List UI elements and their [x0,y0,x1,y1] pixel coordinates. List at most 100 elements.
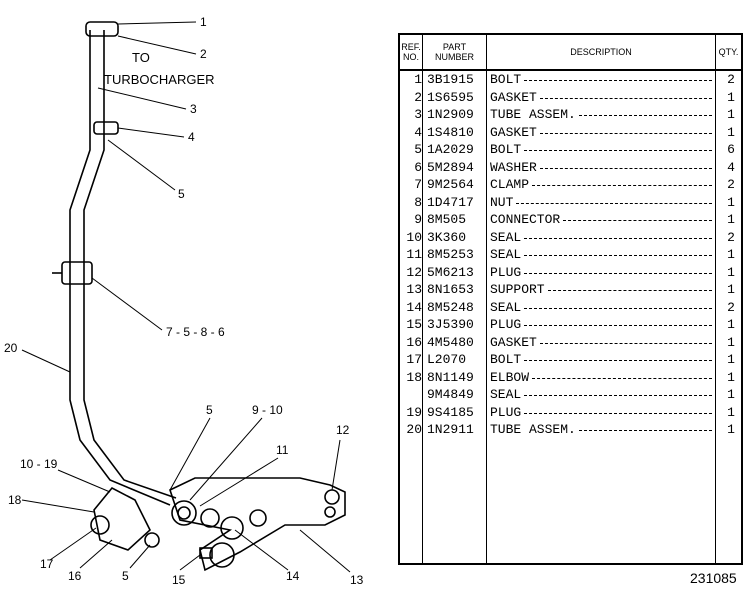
description-cell: GASKET [490,334,537,350]
part-number-cell: 8M5248 [427,299,474,315]
quantity-cell: 1 [727,107,735,122]
ref-no-cell: 3 [414,107,422,122]
plug-hex [199,547,213,559]
part-number-cell: 8M5253 [427,247,474,262]
callout-3: 3 [190,102,197,116]
column-divider [486,35,487,563]
ref-no-cell: 19 [406,404,422,420]
callout-5-lower: 5 [206,403,213,417]
quantity-cell: 6 [727,142,735,157]
ref-no-cell: 11 [406,247,422,262]
callout-4: 4 [188,130,195,144]
label-turbocharger: TURBOCHARGER [104,72,215,87]
bracket-hole-top [324,489,340,505]
ref-no-cell: 17 [406,352,422,367]
leader-dash-line [524,395,712,396]
column-divider [715,35,716,563]
leader-dash-line [540,132,712,134]
ref-no-cell: 6 [414,159,422,175]
quantity-cell: 1 [727,264,735,280]
leader-dash-line [516,202,712,204]
ref-no-cell: 10 [406,229,422,245]
header-part-number: PART NUMBER [434,42,474,62]
header-qty: QTY. [718,47,739,57]
leader-dash-line [532,185,712,186]
description-cell: TUBE ASSEM. [490,422,576,437]
description-cell: SEAL [490,387,522,402]
leader-dash-line [524,307,712,309]
part-number-cell: 9S4185 [427,404,474,420]
ref-no-cell: 13 [406,282,422,297]
description-cell: BOLT [490,352,522,367]
part-number-cell: 5M2894 [427,159,474,175]
part-number-cell: 1S4810 [427,124,474,140]
part-number-cell: 9M2564 [427,177,474,192]
ref-no-cell: 1 [414,72,422,87]
part-number-cell: 1N2911 [427,422,474,437]
gasket-flange [93,121,119,135]
description-cell: BOLT [490,142,522,157]
ref-no-cell: 9 [414,212,422,227]
callout-18: 18 [8,493,22,507]
elbow-bolt-hole-left [90,515,110,535]
quantity-cell: 1 [727,247,735,262]
parts-table-header: REF. NO. PART NUMBER DESCRIPTION QTY. [400,35,741,71]
quantity-cell: 2 [727,177,735,192]
top-flange-fitting [85,21,119,37]
leader-dash-line [524,360,712,361]
quantity-cell: 2 [727,72,735,87]
description-cell: WASHER [490,159,537,175]
part-number-cell: 1A2029 [427,142,474,157]
seal-ring [200,508,220,528]
ref-no-cell: 7 [414,177,422,192]
connector-fitting [171,500,197,526]
part-number-cell: 8N1149 [427,369,474,385]
part-number-cell: 1D4717 [427,194,474,210]
part-number-cell: 8N1653 [427,282,474,297]
callout-16: 16 [68,569,82,583]
callout-7-5-8-6: 7 - 5 - 8 - 6 [166,325,225,339]
description-cell: CONNECTOR [490,212,561,227]
description-cell: PLUG [490,317,522,332]
leader-dash-line [532,377,712,379]
callout-9-10: 9 - 10 [252,403,283,417]
callout-5-bottom: 5 [122,569,129,583]
part-number-cell: 3K360 [427,229,467,245]
quantity-cell: 1 [727,89,735,105]
leader-dash-line [524,255,712,256]
description-cell: CLAMP [490,177,530,192]
tube-line-outer [69,30,171,506]
ref-no-cell: 8 [414,194,422,210]
exploded-parts-diagram: 1 2 3 4 5 7 - 5 - 8 - 6 20 5 9 - 10 11 1… [4,15,364,587]
table-row: 7 9M2564 CLAMP 2 [400,176,741,194]
elbow-bolt-hole-right [144,532,160,548]
plug-fitting [209,542,235,568]
header-ref-no: REF. NO. [401,42,421,62]
callout-5: 5 [178,187,185,201]
description-cell: SEAL [490,299,522,315]
callout-11: 11 [276,443,289,457]
description-cell: GASKET [490,124,537,140]
leader-dash-line [524,325,712,326]
leader-dash-line [579,430,712,431]
drawing-number: 231085 [690,570,737,586]
part-number-cell: 1N2909 [427,107,474,122]
quantity-cell: 1 [727,282,735,297]
leader-dash-line [540,97,712,99]
plug-ring [249,509,267,527]
label-to: TO [132,50,150,65]
part-number-cell: 3B1915 [427,72,474,87]
ref-no-cell: 12 [406,264,422,280]
callout-2: 2 [200,47,207,61]
leader-dash-line [524,80,712,81]
quantity-cell: 1 [727,387,735,402]
